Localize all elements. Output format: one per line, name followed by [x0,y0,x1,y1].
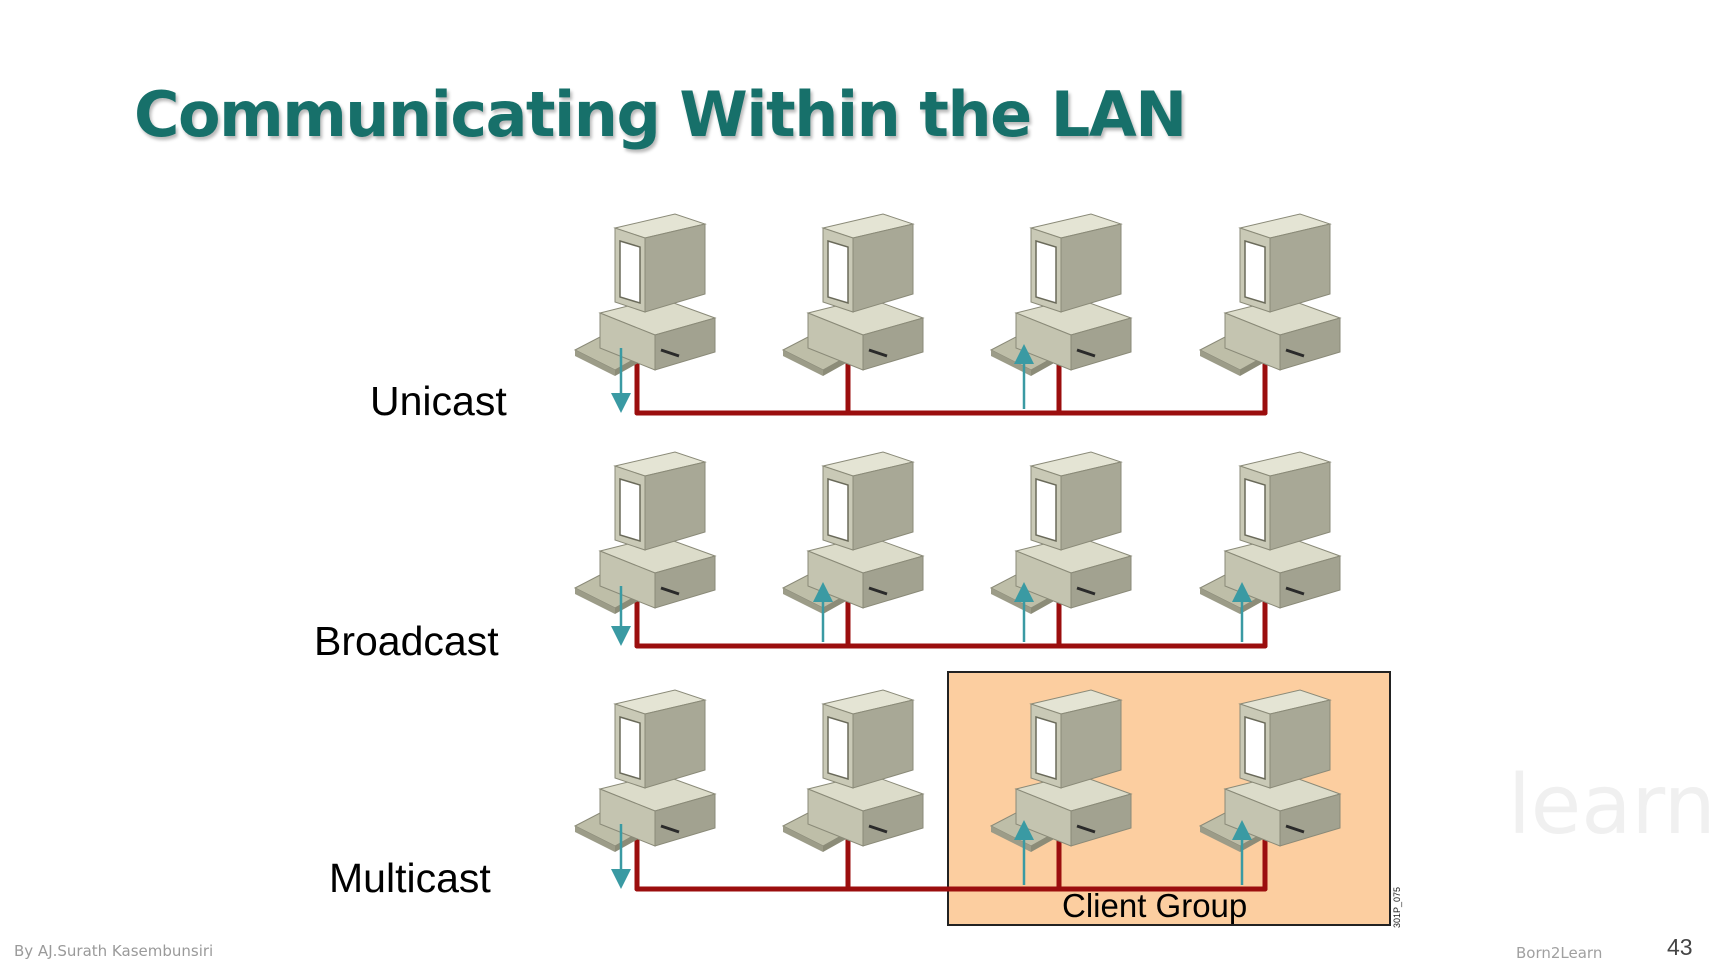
computer-icon [573,688,717,854]
computer-icon [781,450,925,616]
footer-brand: Born2Learn [1516,944,1603,962]
row-multicast [573,688,1342,892]
row-label-unicast: Unicast [370,378,507,424]
row-label-multicast: Multicast [329,855,491,901]
row-label-broadcast: Broadcast [314,618,499,664]
computer-icon [781,212,925,378]
computer-icon [573,212,717,378]
slide-title: Communicating Within the LAN [134,78,1187,151]
computer-icon [989,450,1133,616]
footer-author: By AJ.Surath Kasembunsiri [14,942,214,960]
computer-icon [989,212,1133,378]
client-group-label: Client Group [1062,887,1248,924]
figure-code: 301P_075 [1392,886,1402,928]
row-unicast [573,212,1342,416]
computer-icon [1198,212,1342,378]
computer-icon [781,688,925,854]
computer-icon [573,450,717,616]
watermark-text: learn [1508,758,1713,853]
page-number: 43 [1667,934,1693,960]
row-broadcast [573,450,1342,649]
computer-icon [1198,450,1342,616]
